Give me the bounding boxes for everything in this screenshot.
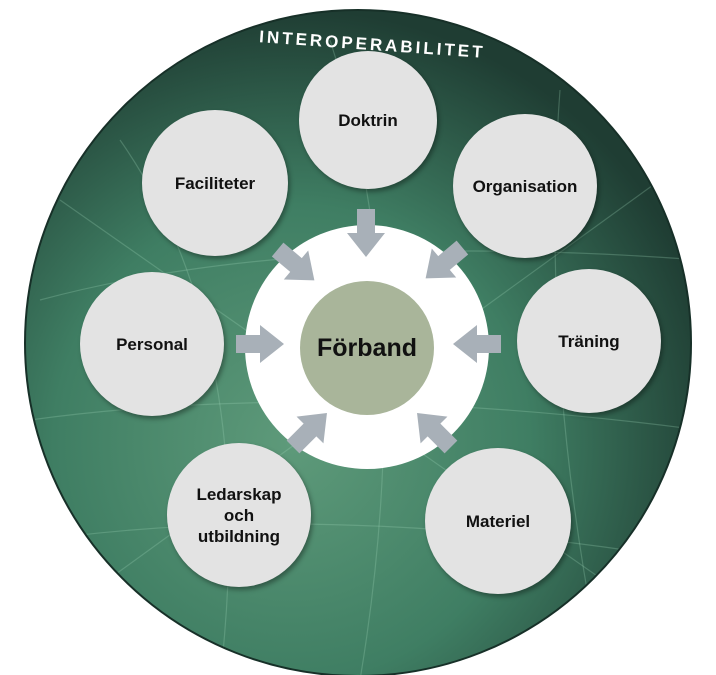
node-ledarskap: Ledarskap och utbildning: [167, 443, 311, 587]
node-label: Organisation: [472, 176, 578, 196]
node-label: Ledarskap och utbildning: [196, 484, 282, 546]
node-doktrin: Doktrin: [299, 51, 437, 189]
node-traning: Träning: [517, 269, 661, 413]
arrows: [236, 209, 501, 454]
arrow-ledarskap: [286, 413, 327, 454]
center-label: Förband: [317, 333, 417, 362]
node-label: Personal: [116, 334, 188, 354]
node-label: Doktrin: [338, 110, 398, 130]
arrow-organisation: [425, 240, 469, 279]
node-label: Materiel: [465, 511, 531, 531]
node-personal: Personal: [80, 272, 224, 416]
arrow-personal: [236, 325, 284, 363]
arrow-faciliteter: [271, 242, 315, 281]
arrow-traning: [453, 325, 501, 363]
arrow-materiel: [417, 413, 458, 454]
node-faciliteter: Faciliteter: [142, 110, 288, 256]
node-materiel: Materiel: [425, 448, 571, 594]
center-node-forband: Förband: [300, 281, 434, 415]
node-organisation: Organisation: [453, 114, 597, 258]
node-label: Faciliteter: [174, 173, 256, 193]
node-label: Träning: [558, 331, 620, 351]
arrow-doktrin: [347, 209, 385, 257]
